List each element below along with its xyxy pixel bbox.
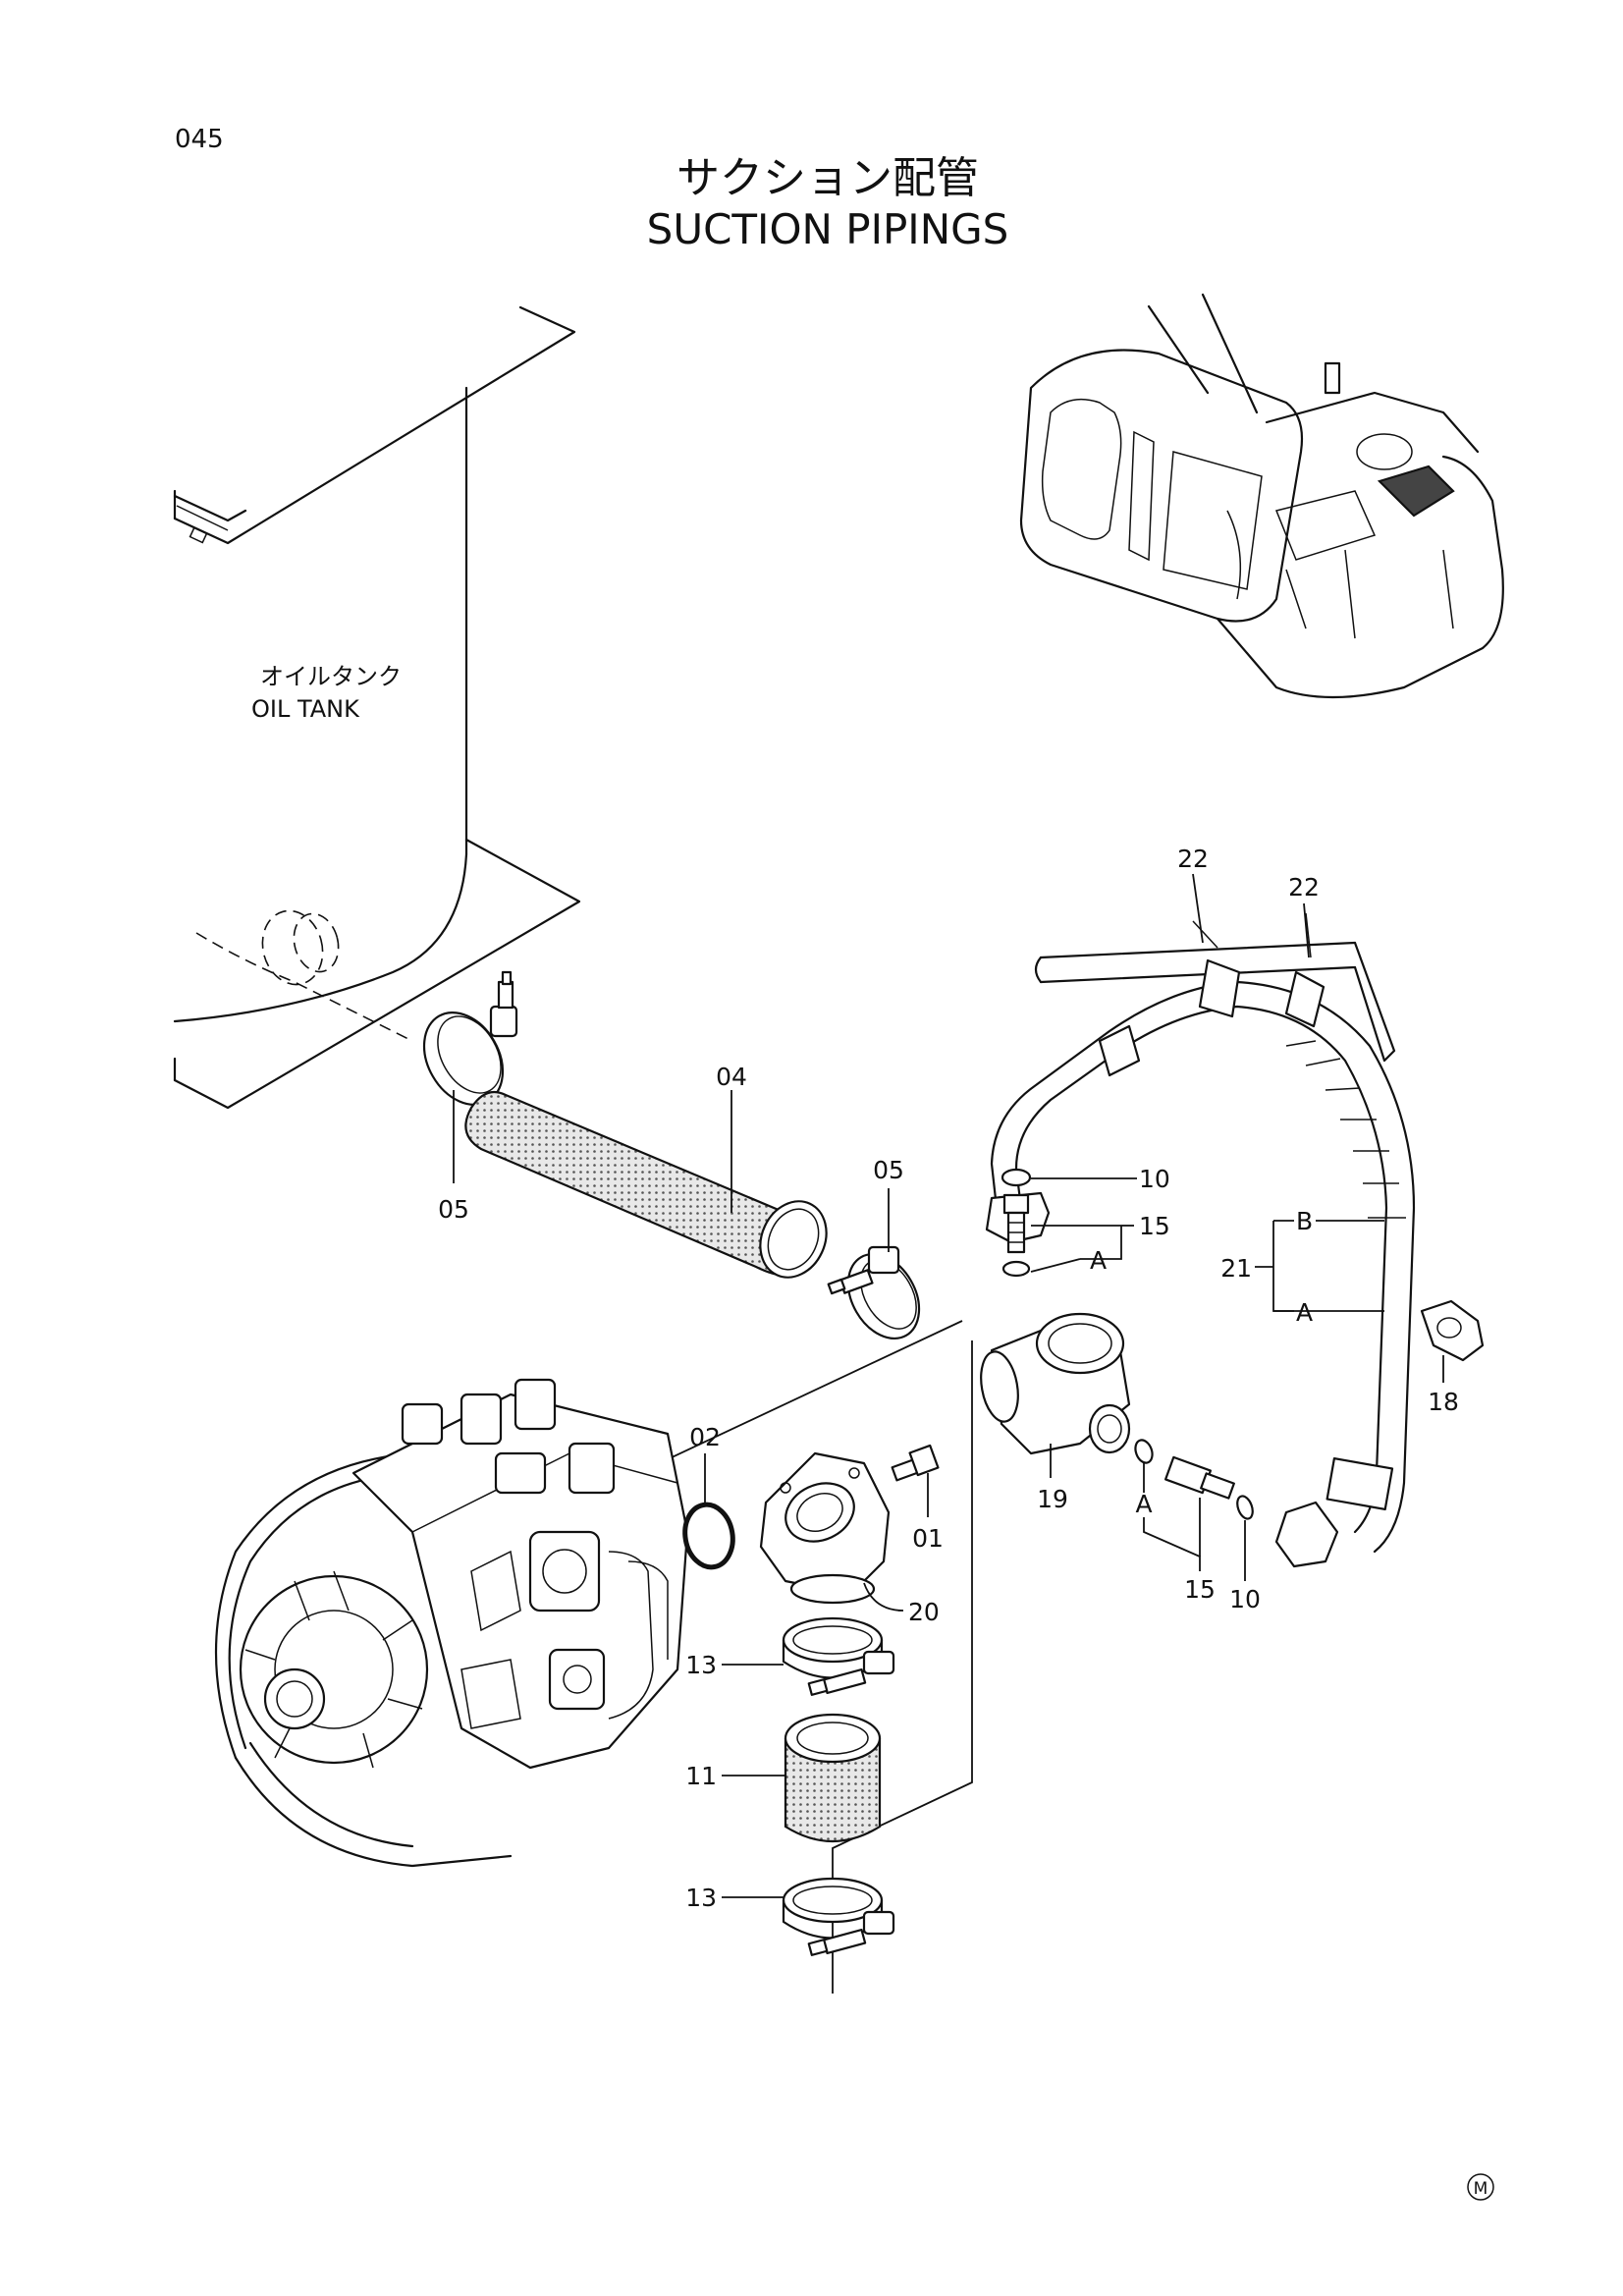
callout-22-right: 22	[1288, 873, 1320, 902]
hose-clamp-13-lower	[782, 1877, 895, 1956]
suction-hose-04	[464, 1090, 828, 1279]
callout-A-lower: A	[1135, 1490, 1152, 1518]
suction-hose-11	[784, 1713, 882, 1842]
page-number: 045	[175, 125, 224, 154]
callout-05-left: 05	[438, 1195, 469, 1224]
callout-B: B	[1296, 1207, 1313, 1235]
hose-clamp-05-left	[422, 970, 518, 1106]
callout-19: 19	[1037, 1485, 1068, 1513]
callout-labels: 04 05 05 22 22 10 15 A B 21 A 18 02 01 1…	[438, 845, 1459, 1912]
callout-22-left: 22	[1177, 845, 1209, 873]
callout-21: 21	[1220, 1254, 1252, 1283]
excavator-location-view	[1019, 293, 1504, 699]
page-title-english: SUCTION PIPINGS	[647, 205, 1009, 253]
callout-04: 04	[716, 1063, 747, 1091]
callout-A-hose: A	[1296, 1298, 1313, 1327]
callout-13-lower: 13	[685, 1884, 717, 1912]
footer-mark: M	[1467, 2173, 1494, 2201]
oil-tank-label-english: OIL TANK	[251, 695, 360, 723]
page-title-japanese: サクション配管	[676, 153, 979, 203]
callout-leaders	[453, 873, 1444, 1898]
callout-20: 20	[908, 1598, 940, 1626]
hydraulic-pump-assembly	[214, 1378, 689, 1868]
callout-15-upper: 15	[1139, 1212, 1170, 1240]
o-ring-02	[682, 1502, 735, 1570]
oil-tank: オイルタンク OIL TANK	[173, 305, 581, 1110]
fitting-set-lower	[1134, 1439, 1254, 1520]
callout-11: 11	[685, 1762, 717, 1790]
suction-elbow-20	[759, 1451, 891, 1605]
callout-10-upper: 10	[1139, 1165, 1170, 1193]
fitting-set-upper	[1001, 1168, 1032, 1278]
oil-tank-label-japanese: オイルタンク	[260, 663, 402, 690]
callout-15-lower: 15	[1184, 1575, 1216, 1604]
callout-18: 18	[1428, 1388, 1459, 1416]
clip-18	[1420, 1299, 1485, 1362]
callout-01: 01	[912, 1524, 944, 1553]
callout-02: 02	[689, 1423, 721, 1451]
bolt-01	[891, 1444, 940, 1482]
callout-10-lower: 10	[1229, 1585, 1261, 1613]
callout-A-upper: A	[1090, 1246, 1107, 1275]
hose-clamp-13-upper	[782, 1616, 895, 1696]
footer-mark-letter: M	[1474, 2179, 1488, 2199]
callout-13-upper: 13	[685, 1651, 717, 1679]
hose-clamp-05-right	[827, 1245, 921, 1340]
tee-fitting-19	[980, 1312, 1131, 1455]
callout-05-right: 05	[873, 1156, 904, 1184]
